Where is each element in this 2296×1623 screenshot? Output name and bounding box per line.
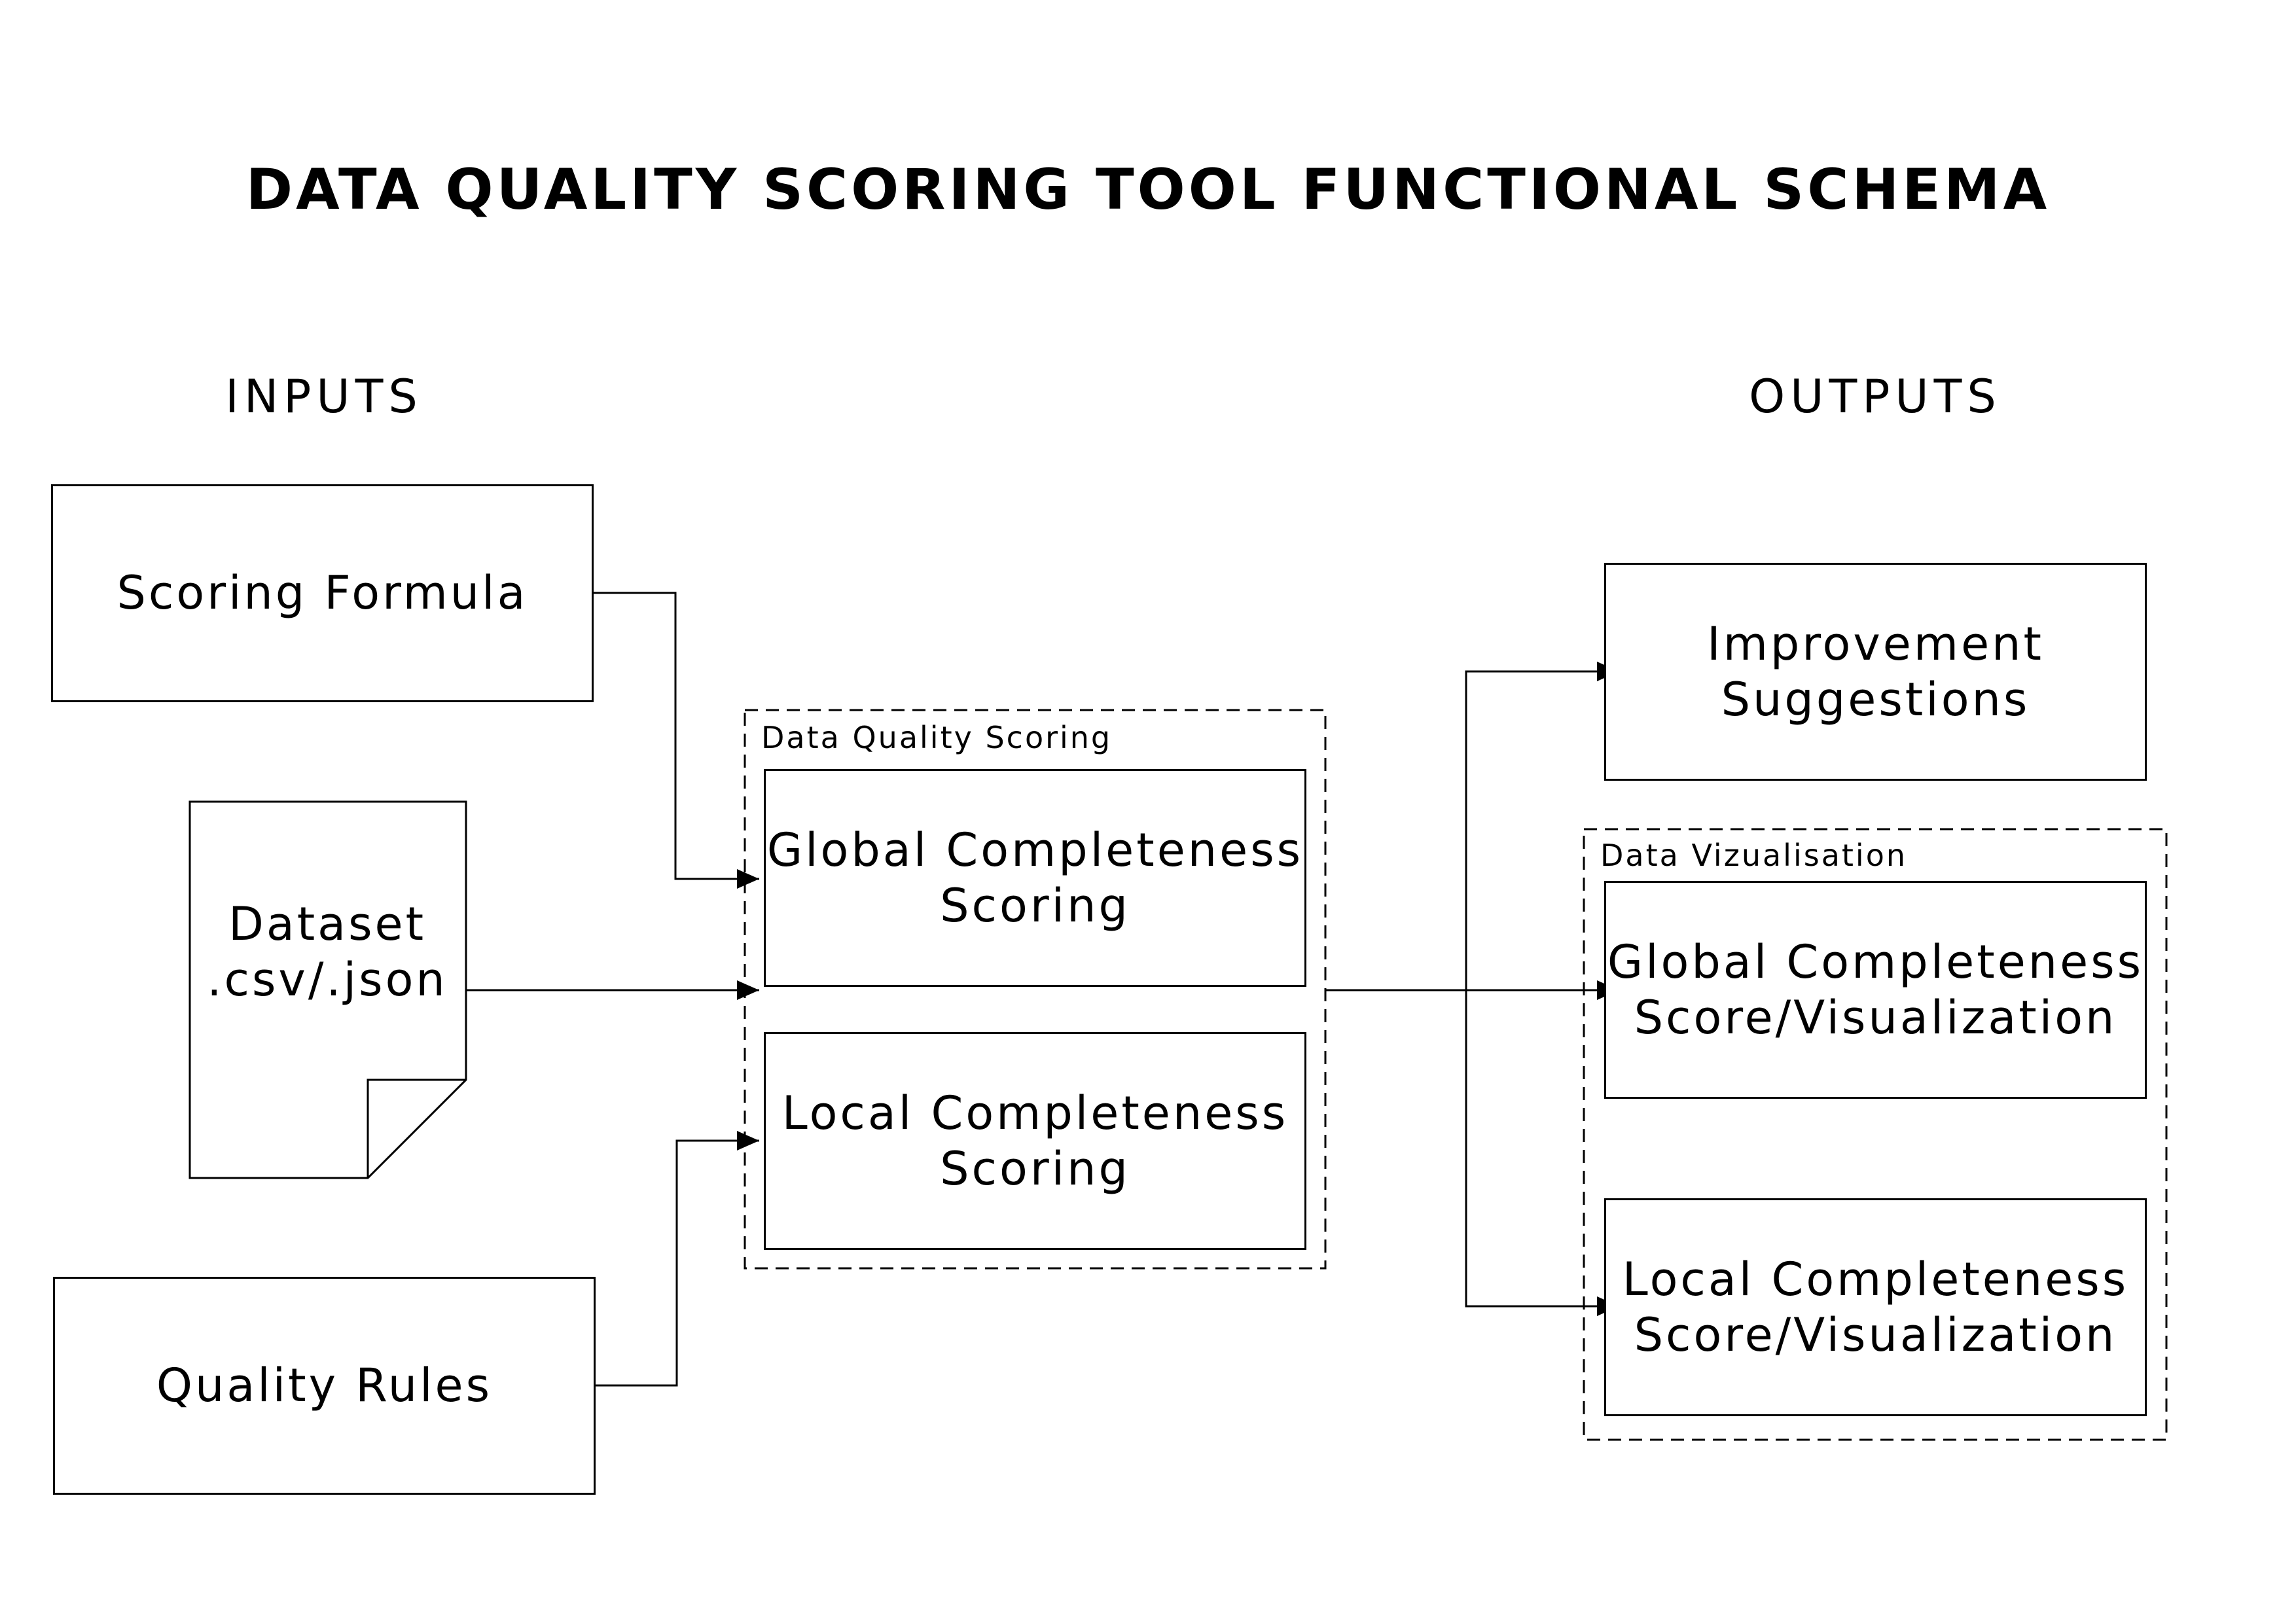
visualisation-group-border <box>1583 828 2168 1441</box>
arrow-scoring-to-improvement <box>1465 662 1619 990</box>
scoring-group-label: Data Quality Scoring <box>761 720 1113 755</box>
global-completeness-visualization-box: Global Completeness Score/Visualization <box>1604 881 2147 1099</box>
global-completeness-scoring-box: Global Completeness Scoring <box>764 769 1306 987</box>
scoring-formula-label: Scoring Formula <box>117 566 528 620</box>
scoring-formula-box: Scoring Formula <box>51 484 594 702</box>
improvement-suggestions-box: Improvement Suggestions <box>1604 563 2147 781</box>
quality-rules-label: Quality Rules <box>156 1359 493 1412</box>
global-completeness-scoring-label: Global Completeness Scoring <box>766 823 1304 933</box>
local-completeness-scoring-box: Local Completeness Scoring <box>764 1032 1306 1250</box>
dataset-fold <box>367 1079 466 1178</box>
arrow-scoring-to-local-viz <box>1465 990 1619 1316</box>
diagram-title: DATA QUALITY SCORING TOOL FUNCTIONAL SCH… <box>245 157 2051 223</box>
local-completeness-visualization-box: Local Completeness Score/Visualization <box>1604 1198 2147 1416</box>
local-completeness-scoring-label: Local Completeness Scoring <box>781 1086 1289 1196</box>
quality-rules-box: Quality Rules <box>53 1277 596 1495</box>
improvement-suggestions-label: Improvement Suggestions <box>1707 616 2044 726</box>
outputs-label: OUTPUTS <box>1749 370 2001 423</box>
inputs-label: INPUTS <box>225 370 423 423</box>
visualisation-group-label: Data Vizualisation <box>1600 838 1908 873</box>
dataset-label: Dataset .csv/.json <box>207 897 448 1007</box>
global-completeness-visualization-label: Global Completeness Score/Visualization <box>1607 935 2144 1044</box>
dataset-document-shape <box>188 800 467 1179</box>
arrow-formula-to-global <box>594 592 759 889</box>
arrow-rules-to-local <box>596 1131 759 1387</box>
local-completeness-visualization-label: Local Completeness Score/Visualization <box>1622 1252 2129 1362</box>
